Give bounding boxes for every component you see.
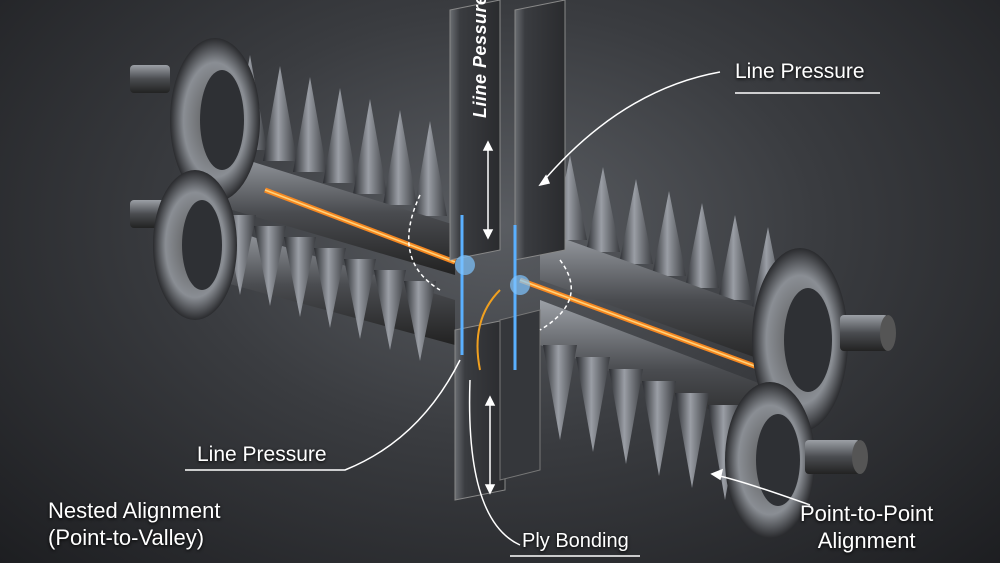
spike-icon [609, 369, 643, 464]
spike-icon [353, 99, 387, 194]
spike-icon [586, 167, 620, 252]
spike-icon [314, 248, 346, 328]
plate-line-pressure-label: Liine Pessure [470, 0, 490, 118]
point-alignment-line1: Point-to-Point [800, 501, 934, 526]
front-spikes [224, 215, 775, 512]
spike-icon [323, 88, 357, 183]
spike-icon [642, 381, 676, 476]
line-pressure-top-label: Line Pressure [735, 60, 865, 83]
spike-icon [576, 357, 610, 452]
nested-alignment-line1: Nested Alignment [48, 498, 221, 523]
spike-icon [619, 179, 653, 264]
spike-icon [543, 345, 577, 440]
right-upper-roller [540, 230, 790, 370]
line-pressure-left-label: Line Pressure [197, 443, 327, 466]
left-flanges [130, 38, 260, 320]
spike-icon [374, 270, 406, 350]
spike-icon [718, 215, 752, 300]
spike-icon [675, 393, 709, 488]
ply-bonding-label: Ply Bonding [522, 530, 629, 552]
spike-icon [263, 66, 297, 161]
spike-icon [652, 191, 686, 276]
spike-icon [404, 281, 436, 361]
right-flanges [725, 248, 896, 538]
spike-icon [413, 121, 447, 216]
pressure-plates [449, 0, 566, 501]
pressure-arrows [408, 140, 572, 495]
point-alignment-line2: Alignment [817, 528, 916, 553]
nested-alignment-line2: (Point-to-Valley) [48, 525, 205, 550]
heated-line-right-core [519, 279, 761, 369]
spike-icon [685, 203, 719, 288]
spike-icon [293, 77, 327, 172]
spike-icon [344, 259, 376, 339]
heated-line-left-core [264, 189, 456, 263]
callout-lines [185, 71, 880, 557]
point-to-point-label: Point-to-Point Alignment [800, 500, 933, 554]
nested-alignment-label: Nested Alignment (Point-to-Valley) [48, 497, 220, 551]
spike-icon [383, 110, 417, 205]
left-upper-roller [215, 150, 455, 275]
spike-icon [254, 226, 286, 306]
spike-icon [284, 237, 316, 317]
